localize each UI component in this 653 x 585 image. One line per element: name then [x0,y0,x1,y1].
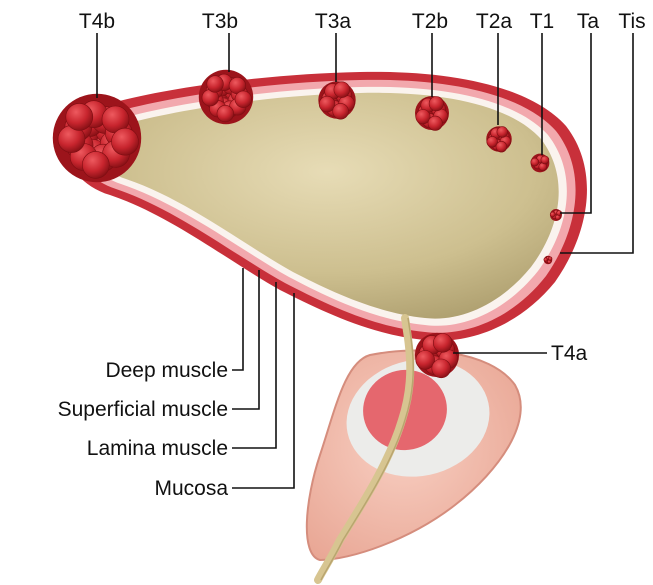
label-deep-muscle: Deep muscle [105,359,228,382]
label-mucosa: Mucosa [154,477,228,500]
label-t3b: T3b [202,10,238,33]
leader-superficial-muscle [232,270,259,409]
label-lamina-muscle: Lamina muscle [87,437,228,460]
label-t4a: T4a [551,342,588,365]
leader-deep-muscle [232,268,243,370]
label-tis: Tis [618,10,645,33]
tumor-ta [550,209,562,221]
label-t2a: T2a [476,10,513,33]
label-ta: Ta [577,10,600,33]
label-t2b: T2b [412,10,448,33]
leader-lamina-muscle [232,282,276,448]
leader-mucosa [232,293,294,488]
label-t4b: T4b [79,10,115,33]
label-t3a: T3a [315,10,352,33]
label-t1: T1 [530,10,555,33]
tumor-t4b [53,94,141,182]
tumor-t3b [199,70,253,124]
tumor-t1 [531,154,550,173]
tumor-tis [544,256,553,265]
label-superficial-muscle: Superficial muscle [58,398,228,421]
